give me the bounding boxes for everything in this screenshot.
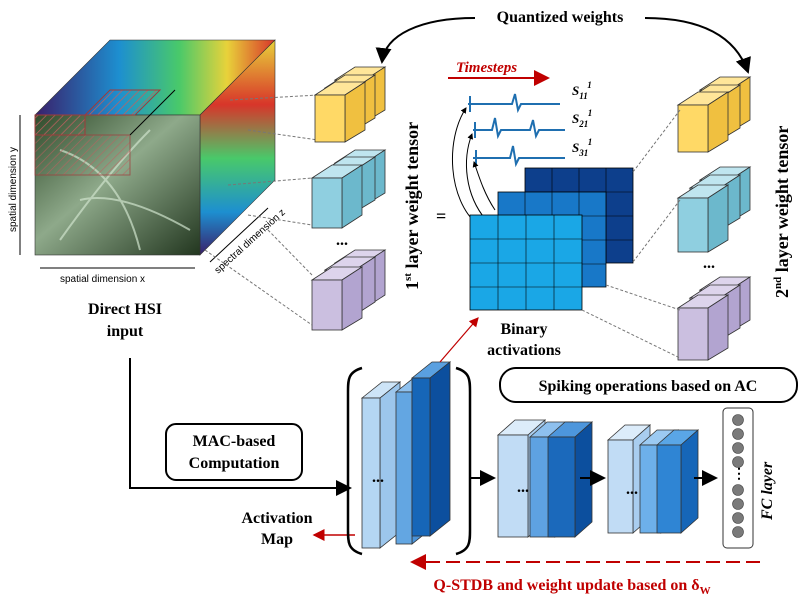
fc-layer: ⋮ bbox=[722, 407, 754, 549]
activation-map-line1: Activation bbox=[241, 510, 312, 527]
fc-layer-label: FC layer bbox=[759, 461, 776, 521]
hsi-cube bbox=[19, 39, 276, 269]
mac-box-line1: MAC-based bbox=[193, 433, 276, 450]
layer1-label: 1st layer weight tensor bbox=[402, 122, 422, 290]
timesteps-label: Timesteps bbox=[456, 60, 517, 76]
equals-sign: = bbox=[436, 206, 446, 226]
quantized-weights-label: Quantized weights bbox=[497, 9, 624, 26]
spiking-box-label: Spiking operations based on AC bbox=[539, 378, 758, 395]
spike-label-s21: S211 bbox=[572, 108, 592, 129]
weight-cube-yellow-2 bbox=[676, 76, 752, 153]
layer2-weight-cubes bbox=[676, 76, 752, 361]
spiking-box bbox=[499, 367, 798, 403]
hsi-input-label-line1: Direct HSI bbox=[88, 301, 162, 318]
quantized-arrow-left bbox=[375, 17, 476, 64]
hsi-to-network-arrow bbox=[129, 358, 352, 496]
bracket-right bbox=[455, 366, 472, 556]
axis-label-y: spatial dimension y bbox=[8, 147, 19, 232]
spike-trains bbox=[468, 93, 565, 168]
layer2-label: 2nd layer weight tensor bbox=[772, 126, 792, 298]
weight-cube-lavender-1 bbox=[310, 249, 387, 331]
axis-label-x: spatial dimension x bbox=[60, 274, 145, 285]
binary-label-line2: activations bbox=[487, 342, 561, 359]
conv-block-1-ellipsis: ... bbox=[372, 469, 384, 486]
grid-to-spike-arrows bbox=[451, 107, 496, 226]
qstdb-label: Q-STDB and weight update based on δW bbox=[433, 577, 710, 597]
spike-label-s31: S311 bbox=[572, 137, 592, 158]
binary-activation-grids bbox=[469, 167, 634, 311]
layer2-ellipsis: ... bbox=[703, 255, 715, 272]
mac-box bbox=[165, 423, 303, 481]
weight-cube-cyan-1 bbox=[310, 149, 387, 229]
conv-block-1 bbox=[360, 361, 452, 549]
conv-block-3 bbox=[606, 424, 700, 534]
layer1-weight-cubes bbox=[310, 66, 387, 331]
svg-text:⋮: ⋮ bbox=[732, 467, 746, 482]
projection-lines-right bbox=[581, 109, 681, 359]
conv-block-2 bbox=[496, 419, 594, 538]
bracket-left bbox=[346, 366, 363, 556]
weight-cube-lavender-2 bbox=[676, 276, 752, 361]
layer1-ellipsis: ... bbox=[336, 232, 348, 249]
hsi-input-label-line2: input bbox=[107, 323, 144, 340]
spike-label-s11: S111 bbox=[572, 80, 592, 101]
conv-block-2-ellipsis: ... bbox=[517, 479, 529, 496]
mac-box-line2: Computation bbox=[189, 455, 280, 472]
weight-cube-cyan-2 bbox=[676, 166, 752, 253]
weight-cube-yellow-1 bbox=[313, 66, 387, 143]
quantized-arrow-right bbox=[644, 17, 751, 74]
projection-lines-left bbox=[204, 94, 319, 326]
conv1-to-binary-arrow bbox=[439, 317, 479, 363]
activation-map-line2: Map bbox=[261, 531, 293, 548]
conv-block-3-ellipsis: ... bbox=[626, 481, 638, 498]
binary-label-line1: Binary bbox=[500, 321, 547, 338]
